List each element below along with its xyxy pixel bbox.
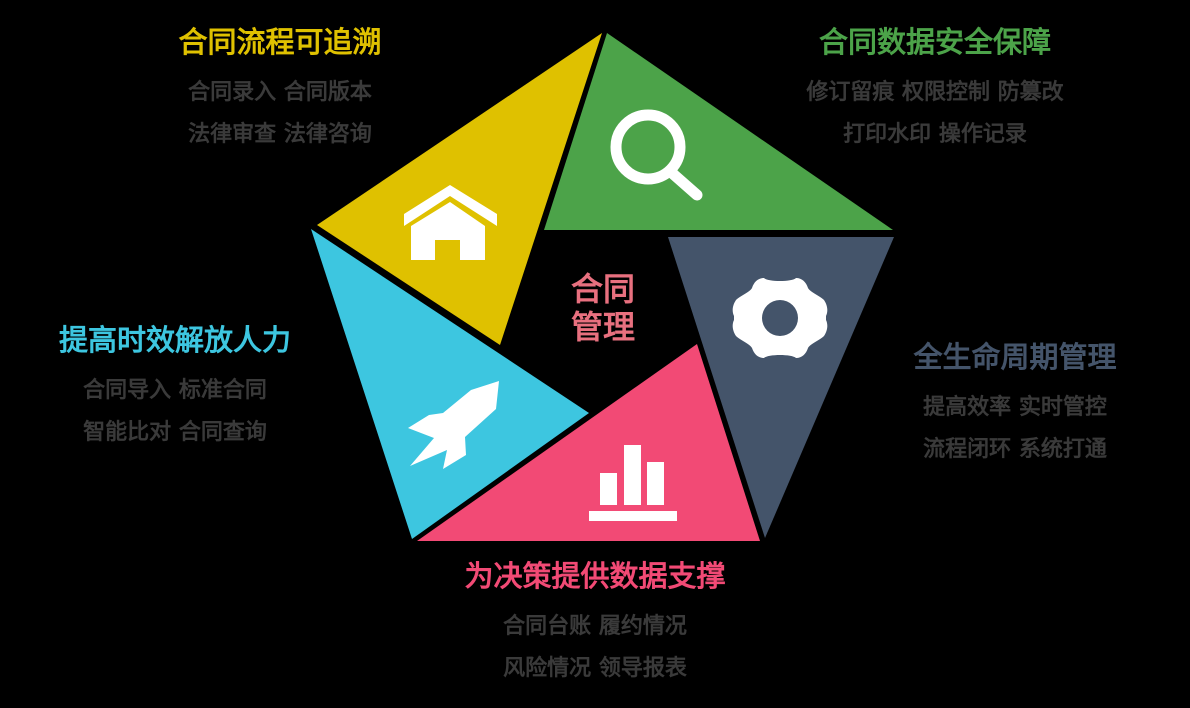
rocket-icon <box>408 381 499 469</box>
segment-efficiency <box>311 229 589 539</box>
segment-shape-yellow <box>317 33 602 345</box>
block-line: 流程闭环 系统打通 <box>923 437 1107 462</box>
center-label: 合同 管理 <box>558 270 648 346</box>
text-block-lifecycle: 全生命周期管理 提高效率 实时管控 流程闭环 系统打通 <box>880 339 1150 469</box>
block-title: 合同数据安全保障 <box>818 25 1051 59</box>
text-block-decision: 为决策提供数据支撑 合同台账 履约情况 风险情况 领导报表 <box>420 558 770 688</box>
text-block-security: 合同数据安全保障 修订留痕 权限控制 防篡改 打印水印 操作记录 <box>770 24 1100 154</box>
block-line: 风险情况 领导报表 <box>503 656 687 681</box>
segment-decision <box>417 344 760 541</box>
bar-chart-icon <box>589 445 677 521</box>
segment-shape-slate <box>668 237 894 538</box>
block-title: 全生命周期管理 <box>913 340 1117 374</box>
center-label-line2: 管理 <box>570 308 635 346</box>
block-line: 智能比对 合同查询 <box>83 420 267 445</box>
segment-shape-pink <box>417 344 760 541</box>
segment-security <box>544 33 893 230</box>
text-block-traceable: 合同流程可追溯 合同录入 合同版本 法律审查 法律咨询 <box>130 24 430 154</box>
block-line: 修订留痕 权限控制 防篡改 <box>806 80 1064 105</box>
segment-lifecycle <box>668 237 894 538</box>
segment-traceable <box>317 33 602 345</box>
segment-shape-cyan <box>311 229 589 539</box>
block-title: 合同流程可追溯 <box>178 25 382 59</box>
block-line: 合同导入 标准合同 <box>83 378 267 403</box>
block-title: 为决策提供数据支撑 <box>464 559 726 593</box>
gear-icon <box>732 278 828 358</box>
block-line: 合同录入 合同版本 <box>188 80 372 105</box>
block-line: 打印水印 操作记录 <box>843 122 1027 147</box>
segment-shape-green <box>544 33 893 230</box>
block-line: 提高效率 实时管控 <box>923 395 1107 420</box>
text-block-efficiency: 提高时效解放人力 合同导入 标准合同 智能比对 合同查询 <box>20 322 330 452</box>
home-icon <box>404 185 497 260</box>
block-line: 合同台账 履约情况 <box>503 614 687 639</box>
center-label-line1: 合同 <box>570 270 635 308</box>
block-title: 提高时效解放人力 <box>58 323 291 357</box>
block-line: 法律审查 法律咨询 <box>188 122 372 147</box>
search-icon <box>610 109 703 201</box>
